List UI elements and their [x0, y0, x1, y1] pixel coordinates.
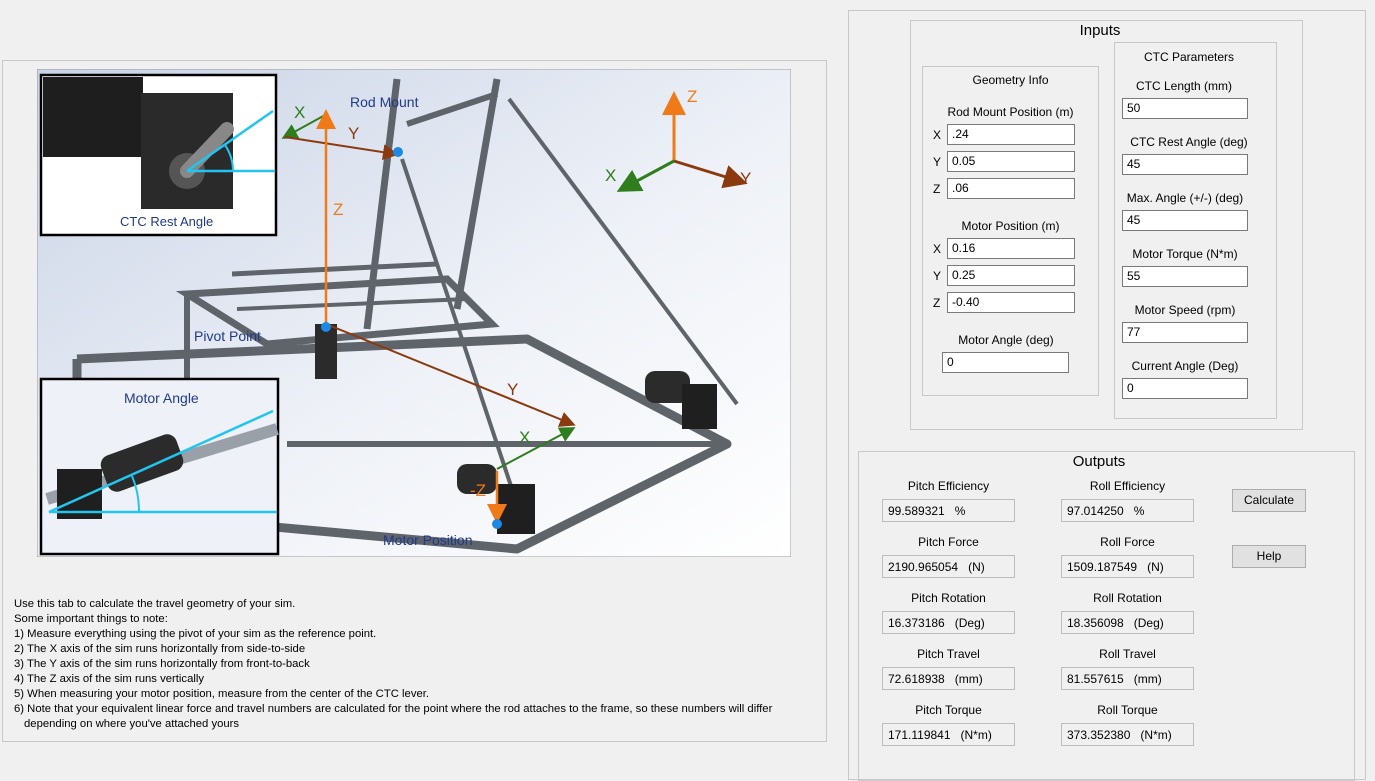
motor-position-y-input[interactable]: 0.25 — [947, 265, 1075, 286]
note-line: 6) Note that your equivalent linear forc… — [14, 703, 773, 715]
ctc-rest-angle-input[interactable]: 45 — [1122, 154, 1248, 175]
rod-y-label: Y — [348, 124, 359, 143]
ctc-rest-angle-caption: CTC Rest Angle — [120, 214, 213, 229]
note-line: 4) The Z axis of the sim runs vertically — [14, 673, 205, 685]
motor-angle-input[interactable]: 0 — [942, 352, 1069, 373]
triad-z-label: Z — [687, 87, 697, 106]
note-line: Some important things to note: — [14, 613, 168, 625]
pitch-rotation-label: Pitch Rotation — [911, 591, 986, 605]
rod-z-label: Z — [333, 200, 343, 219]
pivot-motor — [315, 324, 337, 379]
roll-rotation-label: Roll Rotation — [1093, 591, 1162, 605]
note-line: 3) The Y axis of the sim runs horizontal… — [14, 658, 310, 670]
triad-y-label: Y — [740, 169, 751, 188]
motor-position-z-input[interactable]: -0.40 — [947, 292, 1075, 313]
motor-speed-input[interactable]: 77 — [1122, 322, 1248, 343]
triad-x-label: X — [605, 166, 616, 185]
roll-torque-value: 373.352380 (N*m) — [1061, 723, 1194, 746]
current-angle-input[interactable]: 0 — [1122, 378, 1248, 399]
help-button[interactable]: Help — [1232, 545, 1306, 568]
sim-geometry-diagram: Z X Y X Y Z Y X -Z Rod Mount Pivot Point… — [37, 69, 791, 557]
geometry-info-title: Geometry Info — [972, 73, 1049, 87]
geometry-info-group — [922, 66, 1099, 396]
motor-angle-inset: Motor Angle — [39, 377, 280, 556]
motor-position-x-input[interactable]: 0.16 — [947, 238, 1075, 259]
ctc-parameters-group — [1114, 42, 1277, 419]
ctc-length-input[interactable]: 50 — [1122, 98, 1248, 119]
motor-angle-caption: Motor Angle — [124, 390, 199, 406]
pitch-travel-label: Pitch Travel — [917, 647, 980, 661]
max-angle-input[interactable]: 45 — [1122, 210, 1248, 231]
inputs-group — [910, 20, 1303, 430]
note-line: 2) The X axis of the sim runs horizontal… — [14, 643, 306, 655]
max-angle-label: Max. Angle (+/-) (deg) — [1126, 191, 1244, 205]
pitch-efficiency-value: 99.589321 % — [882, 499, 1015, 522]
left-panel — [2, 60, 827, 742]
motor-speed-label: Motor Speed (rpm) — [1134, 303, 1236, 317]
ctc-length-label: CTC Length (mm) — [1135, 79, 1233, 93]
rod-mount-label: Rod Mount — [350, 94, 419, 110]
rod-x-label: X — [294, 103, 305, 122]
ctc-parameters-title: CTC Parameters — [1143, 50, 1235, 64]
roll-force-label: Roll Force — [1100, 535, 1155, 549]
motor-x-label: X — [519, 428, 530, 447]
roll-torque-label: Roll Torque — [1097, 703, 1158, 717]
note-line: 5) When measuring your motor position, m… — [14, 688, 430, 700]
pivot-y-label: Y — [507, 380, 518, 399]
motor-z-caption: Z — [933, 296, 941, 310]
roll-force-value: 1509.187549 (N) — [1061, 555, 1194, 578]
roll-travel-value: 81.557615 (mm) — [1061, 667, 1194, 690]
motor-position-group-label: Motor Position (m) — [961, 219, 1060, 233]
rod-y-caption: Y — [933, 155, 942, 169]
instructions-text: Use this tab to calculate the travel geo… — [14, 597, 824, 732]
inputs-title: Inputs — [1070, 22, 1130, 39]
outputs-title: Outputs — [1066, 453, 1132, 470]
pitch-torque-value: 171.119841 (N*m) — [882, 723, 1015, 746]
pitch-force-value: 2190.965054 (N) — [882, 555, 1015, 578]
rod-mount-x-input[interactable]: .24 — [947, 124, 1075, 145]
note-line: depending on where you've attached yours — [24, 718, 240, 730]
rod-mount-z-input[interactable]: .06 — [947, 178, 1075, 199]
calculate-button[interactable]: Calculate — [1232, 489, 1306, 512]
pivot-point-label: Pivot Point — [194, 328, 261, 344]
ctc-rest-angle-label: CTC Rest Angle (deg) — [1130, 135, 1248, 149]
motor-x-caption: X — [933, 242, 942, 256]
current-angle-label: Current Angle (Deg) — [1131, 359, 1239, 373]
pitch-efficiency-label: Pitch Efficiency — [907, 479, 990, 493]
rod-mount-y-input[interactable]: 0.05 — [947, 151, 1075, 172]
motor-right — [645, 371, 717, 429]
pitch-torque-label: Pitch Torque — [915, 703, 982, 717]
pitch-travel-value: 72.618938 (mm) — [882, 667, 1015, 690]
roll-efficiency-value: 97.014250 % — [1061, 499, 1194, 522]
motor-angle-label: Motor Angle (deg) — [958, 333, 1054, 347]
motor-torque-label: Motor Torque (N*m) — [1132, 247, 1238, 261]
motor-y-caption: Y — [933, 269, 942, 283]
roll-travel-label: Roll Travel — [1099, 647, 1156, 661]
roll-rotation-value: 18.356098 (Deg) — [1061, 611, 1194, 634]
rod-x-caption: X — [933, 128, 942, 142]
roll-efficiency-label: Roll Efficiency — [1089, 479, 1166, 493]
rod-mount-position-label: Rod Mount Position (m) — [947, 105, 1074, 119]
motor-negz-label: -Z — [470, 481, 486, 500]
pitch-force-label: Pitch Force — [918, 535, 979, 549]
motor-position-label: Motor Position — [383, 532, 472, 548]
motor-torque-input[interactable]: 55 — [1122, 266, 1248, 287]
rod-z-caption: Z — [933, 182, 941, 196]
note-line: 1) Measure everything using the pivot of… — [14, 628, 377, 640]
ctc-rest-angle-inset: CTC Rest Angle — [39, 73, 278, 237]
note-line: Use this tab to calculate the travel geo… — [14, 598, 296, 610]
pitch-rotation-value: 16.373186 (Deg) — [882, 611, 1015, 634]
